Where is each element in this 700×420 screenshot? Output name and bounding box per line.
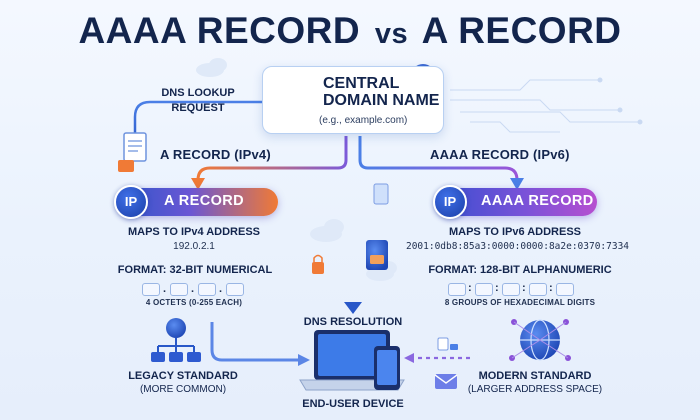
- octet-box: [226, 283, 244, 296]
- document-icon: [437, 337, 458, 351]
- a-format-note: 4 OCTETS (0-255 EACH): [145, 298, 243, 307]
- title-left: AAAA RECORD: [78, 10, 361, 51]
- left-device-arrowhead: [298, 354, 310, 366]
- hex-group-box: [502, 283, 520, 296]
- right-branch-arrow: [358, 136, 519, 182]
- aaaa-standard-line2: (LARGER ADDRESS SPACE): [467, 384, 603, 395]
- circuit-lines-decor: [450, 77, 643, 133]
- aaaa-format: FORMAT: 128-BIT ALPHANUMERIC: [428, 264, 612, 276]
- aaaa-group-boxes: : : : :: [448, 281, 598, 297]
- aaaa-standard-line1: MODERN STANDARD: [478, 370, 592, 382]
- document-icon: [366, 183, 389, 270]
- ip-badge-icon: IP: [433, 185, 467, 219]
- title-right: A RECORD: [421, 10, 622, 51]
- central-title-line2: DOMAIN NAME: [323, 92, 440, 109]
- lookup-label: DNS LOOKUP REQUEST: [150, 86, 246, 116]
- branch-label-left: A RECORD (IPv4): [160, 147, 271, 162]
- aaaa-standard: MODERN STANDARD (LARGER ADDRESS SPACE): [455, 370, 615, 396]
- dns-resolution-label: DNS RESOLUTION: [303, 316, 403, 328]
- aaaa-maps-to: MAPS TO IPv6 ADDRESS: [448, 226, 582, 238]
- hex-group-box: [556, 283, 574, 296]
- aaaa-format-note: 8 GROUPS OF HEXADECIMAL DIGITS: [444, 298, 596, 307]
- ip-badge-icon: IP: [114, 185, 148, 219]
- network-icon: [509, 319, 571, 361]
- aaaa-record-label: AAAA RECORD: [481, 193, 594, 209]
- end-user-device-label: END-USER DEVICE: [302, 398, 404, 410]
- cloud-icon: [310, 219, 344, 242]
- lookup-line2: REQUEST: [171, 102, 225, 114]
- lookup-arrow: [133, 100, 262, 150]
- octet-box: [170, 283, 188, 296]
- a-standard-line2: (MORE COMMON): [139, 384, 227, 395]
- envelope-icon: [434, 374, 458, 389]
- central-arrowhead: [344, 302, 362, 314]
- document-icon: [118, 132, 147, 172]
- lock-icon: [312, 254, 324, 274]
- branch-label-right: AAAA RECORD (IPv6): [430, 147, 570, 162]
- lookup-line1: DNS LOOKUP: [161, 87, 235, 99]
- central-example: (e.g., example.com): [319, 115, 408, 126]
- a-address: 192.0.2.1: [173, 241, 215, 252]
- left-branch-arrow: [196, 136, 348, 182]
- hex-group-box: [448, 283, 466, 296]
- title-vs: vs: [374, 18, 409, 50]
- a-standard-line1: LEGACY STANDARD: [128, 370, 238, 382]
- a-octet-boxes: . . .: [140, 281, 260, 297]
- octet-box: [142, 283, 160, 296]
- hex-group-box: [529, 283, 547, 296]
- aaaa-address: 2001:0db8:85a3:0000:0000:8a2e:0370:7334: [405, 241, 630, 252]
- right-branch-arrowhead: [510, 178, 524, 190]
- central-domain-card: CENTRAL DOMAIN NAME (e.g., example.com): [262, 66, 444, 134]
- central-title-line1: CENTRAL: [323, 75, 400, 92]
- hex-group-box: [475, 283, 493, 296]
- cloud-icon: [196, 58, 227, 77]
- left-branch-arrowhead: [191, 178, 205, 190]
- a-format: FORMAT: 32-BIT NUMERICAL: [117, 264, 273, 276]
- central-card-title: CENTRAL DOMAIN NAME: [323, 75, 448, 109]
- a-maps-to: MAPS TO IPv4 ADDRESS: [127, 226, 261, 238]
- phone-icon: [374, 346, 400, 390]
- server-icon: [151, 318, 201, 362]
- page-title: AAAA RECORD vs A RECORD: [0, 10, 700, 52]
- right-device-arrowhead: [404, 353, 414, 363]
- octet-box: [198, 283, 216, 296]
- a-record-label: A RECORD: [164, 193, 244, 209]
- left-to-device-arrow: [210, 322, 300, 362]
- a-standard: LEGACY STANDARD (MORE COMMON): [118, 370, 248, 396]
